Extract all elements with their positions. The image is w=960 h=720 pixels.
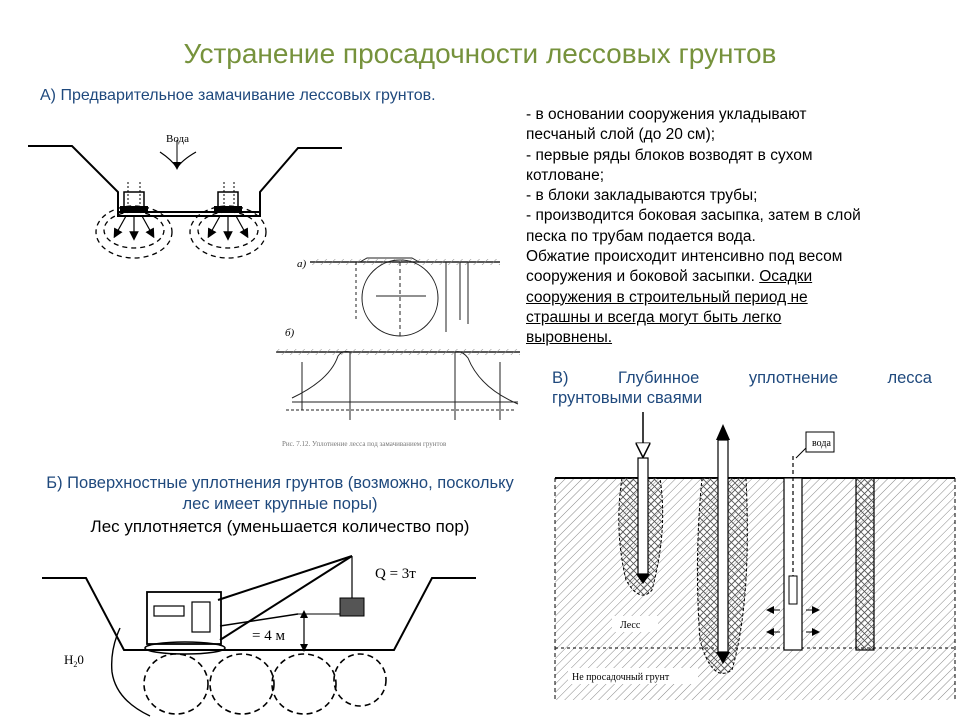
- water-label: Вода: [166, 133, 189, 145]
- compaction-diagram: [42, 555, 476, 717]
- load-label: Q = 3т: [375, 566, 416, 582]
- loess-label: Лесс: [620, 620, 641, 631]
- drawing-caption: Рис. 7.12. Уплотнение лесса под замачива…: [282, 440, 447, 448]
- underlined-line: страшны и всегда могут быть легко: [526, 308, 782, 326]
- h0-label: H20: [64, 652, 84, 669]
- heading-line: лес имеет крупные поры): [182, 495, 378, 513]
- underlined-line: выровнены.: [526, 329, 613, 347]
- water-label: вода: [812, 438, 831, 449]
- list-line-mixed: сооружения и боковой засыпки. Осадки: [526, 267, 861, 287]
- heading-word: лесса: [887, 369, 932, 387]
- list-line: песчаный слой (до 20 см);: [526, 126, 716, 144]
- list-line: - первые ряды блоков возводят в сухом: [526, 146, 813, 164]
- section-v-heading: В) Глубинное уплотнение лесса грунтовыми…: [552, 368, 932, 408]
- heading-line: грунтовыми сваями: [552, 389, 703, 407]
- list-line: сооружения и боковой засыпки.: [526, 268, 755, 286]
- heading-word: В): [552, 369, 569, 387]
- piles-diagram: [554, 412, 956, 700]
- list-line: песка по трубам подается вода.: [526, 227, 756, 245]
- section-b-heading: Б) Поверхностные уплотнения грунтов (воз…: [0, 473, 560, 515]
- list-line: - производится боковая засыпка, затем в …: [526, 207, 861, 225]
- slide-title: Устранение просадочности лессовых грунто…: [183, 38, 777, 69]
- technical-drawing: [276, 257, 520, 420]
- height-label: = 4 м: [252, 628, 285, 644]
- underlined-text: Осадки: [759, 268, 813, 286]
- list-line: котловане;: [526, 166, 604, 184]
- drawing-label-a: а): [297, 258, 307, 270]
- section-b-subheading: Лес уплотняется (уменьшается количество …: [90, 517, 470, 536]
- list-line: - в блоки закладываются трубы;: [526, 187, 758, 205]
- drawing-label-b: б): [285, 327, 295, 339]
- heading-line: Б) Поверхностные уплотнения грунтов (воз…: [46, 474, 514, 492]
- section-a-heading: А) Предварительное замачивание лессовых …: [40, 87, 436, 104]
- wetting-diagram: [28, 140, 342, 259]
- ground-label: Не просадочный грунт: [572, 672, 670, 683]
- section-a-list: - в основании сооружения укладывают песч…: [526, 105, 861, 349]
- list-line: - в основании сооружения укладывают: [526, 106, 807, 123]
- heading-word: уплотнение: [748, 369, 838, 387]
- list-line: Обжатие происходит интенсивно под весом: [526, 248, 843, 266]
- heading-word: Глубинное: [618, 369, 700, 387]
- underlined-line: сооружения в строительный период не: [526, 288, 808, 306]
